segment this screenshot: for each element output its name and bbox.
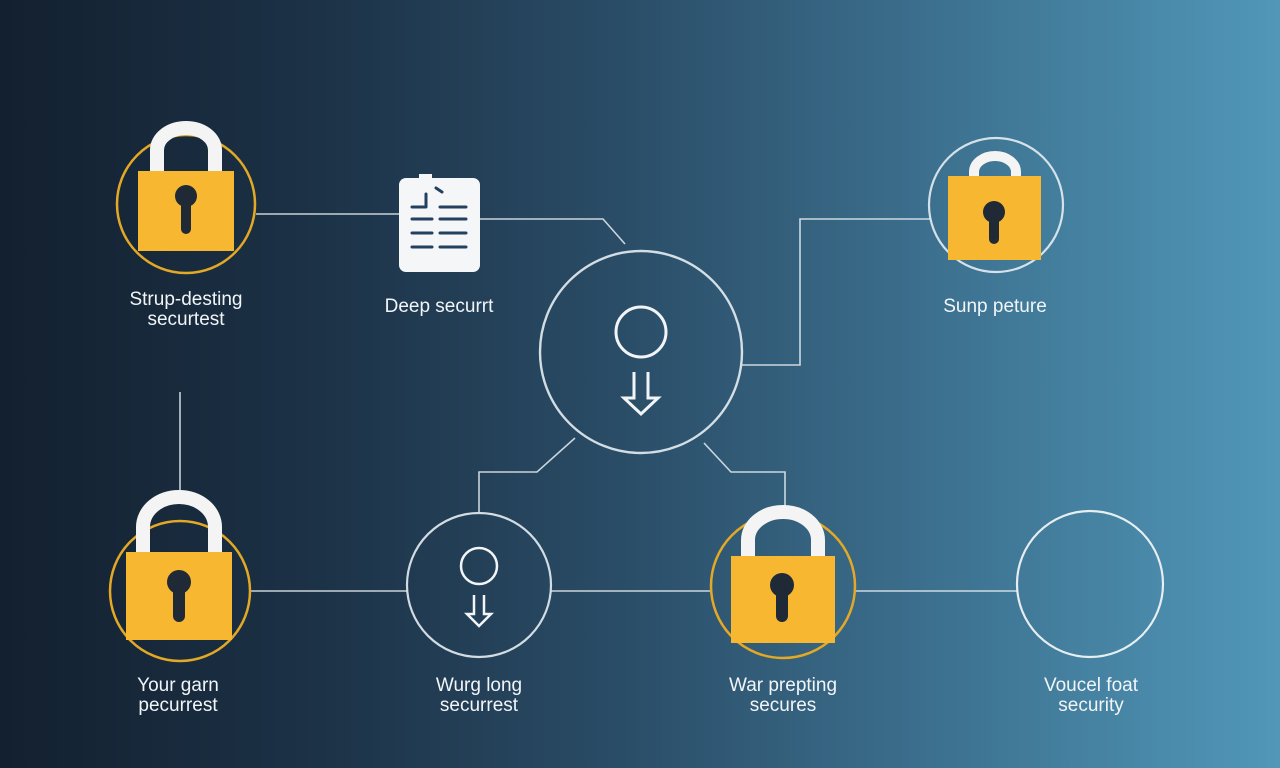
label-wurg-long: Wurg long securrest <box>369 676 589 716</box>
label-deep-securrt: Deep securrt <box>329 297 549 317</box>
label-line-1: Deep securrt <box>384 296 494 317</box>
node-ring <box>405 511 553 659</box>
connector-hub-n5 <box>478 437 576 512</box>
hub-ring <box>538 249 744 455</box>
padlock-icon <box>948 151 1041 260</box>
node-ring <box>927 136 1065 274</box>
connector-hub-n3 <box>742 218 930 366</box>
node-deep-securrt <box>399 174 480 272</box>
node-war-prepting <box>709 505 857 660</box>
label-line-2: securrest <box>439 695 519 716</box>
node-wurg-long <box>405 511 553 659</box>
user-download-icon <box>459 546 499 628</box>
label-strup-desting: Strup-desting securtest <box>76 290 296 330</box>
user-download-icon <box>614 305 668 417</box>
connector-n2-hub <box>478 218 626 245</box>
node-voucel-foat <box>1015 509 1165 659</box>
label-line-1: Wurg long <box>435 675 523 696</box>
node-ring <box>108 519 252 663</box>
label-voucel-foat: Voucel foat security <box>981 676 1201 716</box>
padlock-icon <box>126 490 232 640</box>
label-line-1: Your garn <box>137 675 219 696</box>
hub-node <box>538 249 744 455</box>
label-war-prepting: War prepting secures <box>673 676 893 716</box>
node-sunp-peture <box>927 136 1065 274</box>
label-line-2: secures <box>749 695 817 716</box>
label-line-2: pecurrest <box>138 695 218 716</box>
connectors <box>179 213 1018 592</box>
empty-circle-icon <box>1015 509 1165 659</box>
label-line-2: security <box>1058 695 1124 716</box>
label-line-1: Strup-desting <box>129 289 243 310</box>
node-your-garn <box>108 490 252 663</box>
connector-hub-n6 <box>703 442 786 510</box>
label-line-1: Voucel foat <box>1043 675 1139 696</box>
label-line-2: securtest <box>147 309 225 330</box>
label-your-garn: Your garn pecurrest <box>68 676 288 716</box>
label-sunp-peture: Sunp peture <box>885 297 1105 317</box>
node-strup-desting <box>115 121 257 275</box>
label-line-1: Sunp peture <box>943 296 1047 317</box>
padlock-icon <box>138 121 234 251</box>
label-line-1: War prepting <box>728 675 838 696</box>
padlock-icon <box>731 505 835 643</box>
document-icon <box>399 174 480 272</box>
